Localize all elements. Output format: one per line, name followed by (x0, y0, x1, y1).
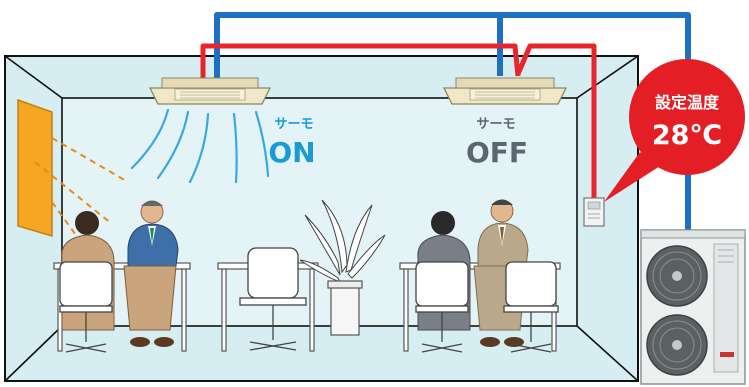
person-left-front (123, 200, 179, 347)
wall-panel (17, 98, 129, 239)
red-pipe-main (200, 43, 521, 78)
thermo-off-caption: サーモ (476, 117, 516, 132)
potted-plant (299, 199, 386, 336)
room (4, 55, 639, 382)
chair-right-a (415, 261, 469, 353)
set-temperature-bubble (604, 59, 745, 202)
ceiling-unit-right (442, 77, 568, 105)
ceiling-unit-left (148, 77, 272, 105)
chair-left (59, 261, 113, 353)
thermo-off-status: OFF (465, 136, 529, 169)
red-pipe-to-thermostat (515, 43, 597, 198)
thermostat (583, 197, 605, 227)
set-temperature-label: 設定温度 (654, 93, 719, 112)
chair-center (239, 247, 307, 351)
airflow-lines (130, 108, 270, 184)
chair-right-b (503, 261, 559, 353)
thermo-on-caption: サーモ (274, 117, 314, 132)
set-temperature-value: 28℃ (651, 120, 723, 151)
thermo-on-status: ON (268, 136, 316, 169)
outdoor-unit (640, 229, 746, 385)
